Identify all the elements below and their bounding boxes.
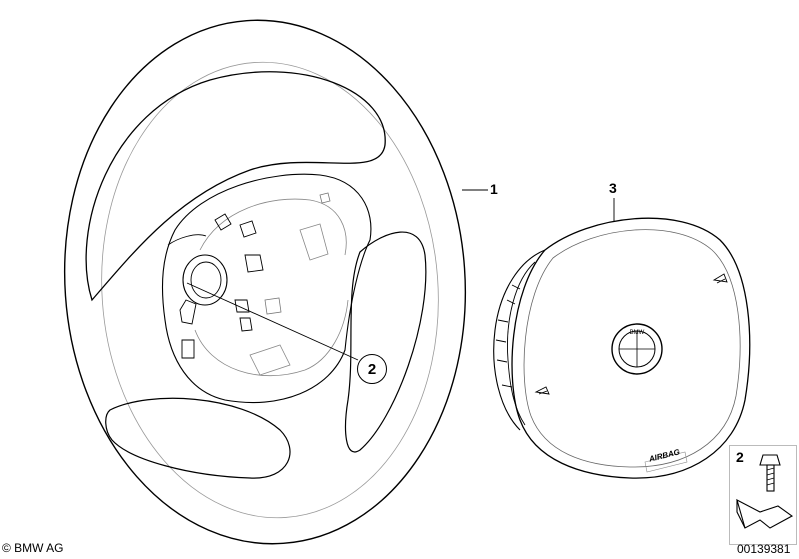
airbag-module-icon [493, 217, 751, 479]
callout-airbag-label: 3 [609, 180, 617, 196]
svg-text:BMW: BMW [630, 330, 645, 336]
screw-icon [759, 454, 781, 492]
diagram-number: 00139381 [737, 542, 791, 556]
copyright-label: © BMW AG [2, 541, 64, 555]
callout-screw-label: 2 [357, 354, 387, 384]
steering-wheel-icon [63, 19, 467, 545]
callout-wheel-label: 1 [490, 181, 498, 197]
horn-symbol-icon [712, 273, 728, 284]
bmw-logo-icon: BMW [611, 323, 663, 375]
arrow-icon [736, 498, 794, 529]
legend-part-number: 2 [736, 449, 744, 465]
legend-box [729, 445, 797, 545]
leader-line-screw [186, 282, 359, 361]
